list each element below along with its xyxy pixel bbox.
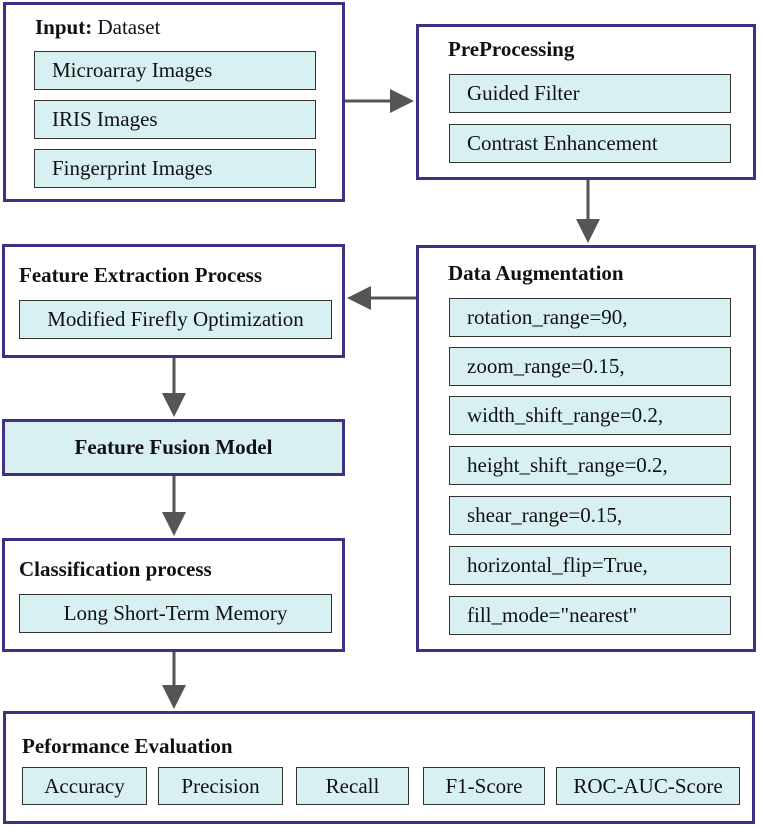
classification-title: Classification process bbox=[19, 557, 212, 581]
evaluation-item-f1: F1-Score bbox=[423, 767, 545, 805]
augmentation-item-rotation: rotation_range=90, bbox=[449, 298, 731, 337]
evaluation-item-accuracy: Accuracy bbox=[22, 767, 147, 805]
augmentation-item-height-shift: height_shift_range=0.2, bbox=[449, 446, 731, 485]
evaluation-item-roc-auc: ROC-AUC-Score bbox=[556, 767, 740, 805]
augmentation-item-zoom: zoom_range=0.15, bbox=[449, 347, 731, 386]
augmentation-item-width-shift: width_shift_range=0.2, bbox=[449, 396, 731, 435]
augmentation-item-shear: shear_range=0.15, bbox=[449, 496, 731, 535]
augmentation-item-fill-mode: fill_mode="nearest" bbox=[449, 596, 731, 635]
preprocessing-item-contrast: Contrast Enhancement bbox=[449, 124, 731, 163]
augmentation-panel: Data Augmentation rotation_range=90, zoo… bbox=[416, 245, 756, 652]
input-item-fingerprint: Fingerprint Images bbox=[34, 149, 316, 188]
preprocessing-panel: PreProcessing Guided Filter Contrast Enh… bbox=[416, 24, 756, 180]
input-item-iris: IRIS Images bbox=[34, 100, 316, 139]
preprocessing-item-guided-filter: Guided Filter bbox=[449, 74, 731, 113]
evaluation-item-recall: Recall bbox=[296, 767, 409, 805]
feature-fusion-box: Feature Fusion Model bbox=[2, 419, 345, 476]
input-panel: Input: Dataset Microarray Images IRIS Im… bbox=[3, 2, 345, 202]
evaluation-item-precision: Precision bbox=[158, 767, 283, 805]
evaluation-title: Peformance Evaluation bbox=[22, 734, 233, 758]
feature-extraction-item-firefly: Modified Firefly Optimization bbox=[19, 300, 332, 339]
augmentation-title: Data Augmentation bbox=[448, 261, 624, 285]
evaluation-panel: Peformance Evaluation Accuracy Precision… bbox=[3, 711, 755, 824]
preprocessing-title: PreProcessing bbox=[448, 37, 575, 61]
classification-item-lstm: Long Short-Term Memory bbox=[19, 594, 332, 633]
feature-extraction-title: Feature Extraction Process bbox=[19, 263, 262, 287]
input-title: Input: Dataset bbox=[35, 15, 161, 39]
feature-extraction-panel: Feature Extraction Process Modified Fire… bbox=[2, 244, 345, 358]
classification-panel: Classification process Long Short-Term M… bbox=[2, 538, 345, 652]
input-item-microarray: Microarray Images bbox=[34, 51, 316, 90]
augmentation-item-horizontal-flip: horizontal_flip=True, bbox=[449, 546, 731, 585]
